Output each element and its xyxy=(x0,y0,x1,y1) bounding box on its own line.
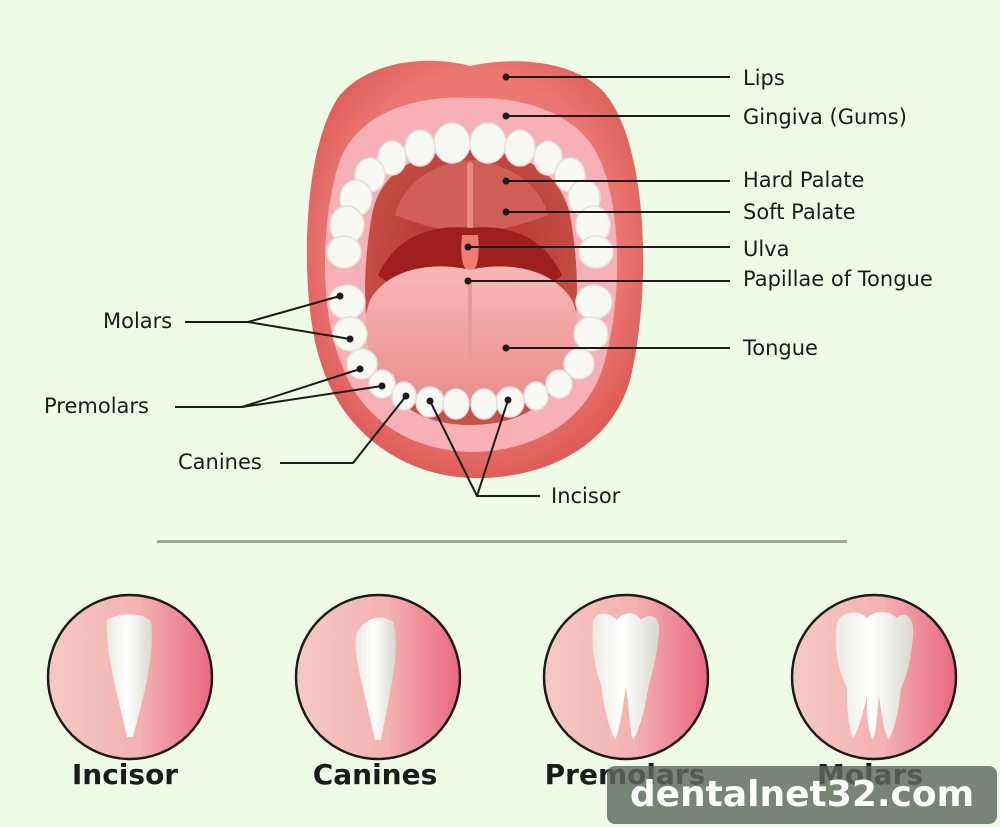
label-ulva: Ulva xyxy=(743,237,790,261)
molar-tooth-icon xyxy=(790,593,958,761)
label-premolars: Premolars xyxy=(44,394,149,418)
label-lips: Lips xyxy=(743,66,785,90)
upper-teeth xyxy=(326,122,614,269)
section-divider xyxy=(157,540,847,543)
tooth-name-canines: Canines xyxy=(312,758,438,791)
label-hard-palate: Hard Palate xyxy=(743,168,865,192)
canine-tooth-icon xyxy=(294,593,462,761)
label-gingiva: Gingiva (Gums) xyxy=(743,105,907,129)
leader-dots xyxy=(336,73,512,405)
mouth-diagram xyxy=(175,60,730,497)
label-canines: Canines xyxy=(178,450,262,474)
label-molars: Molars xyxy=(103,309,173,333)
label-soft-palate: Soft Palate xyxy=(743,200,856,224)
watermark: dentalnet32.com xyxy=(607,766,997,824)
leader-lines xyxy=(175,76,730,497)
incisor-tooth-icon xyxy=(46,593,214,761)
premolar-tooth-icon xyxy=(542,593,710,761)
label-incisor: Incisor xyxy=(551,484,621,508)
tooth-name-incisor: Incisor xyxy=(71,758,179,791)
label-papillae: Papillae of Tongue xyxy=(743,267,933,291)
uvula-shape xyxy=(461,235,479,272)
label-tongue: Tongue xyxy=(743,336,818,360)
